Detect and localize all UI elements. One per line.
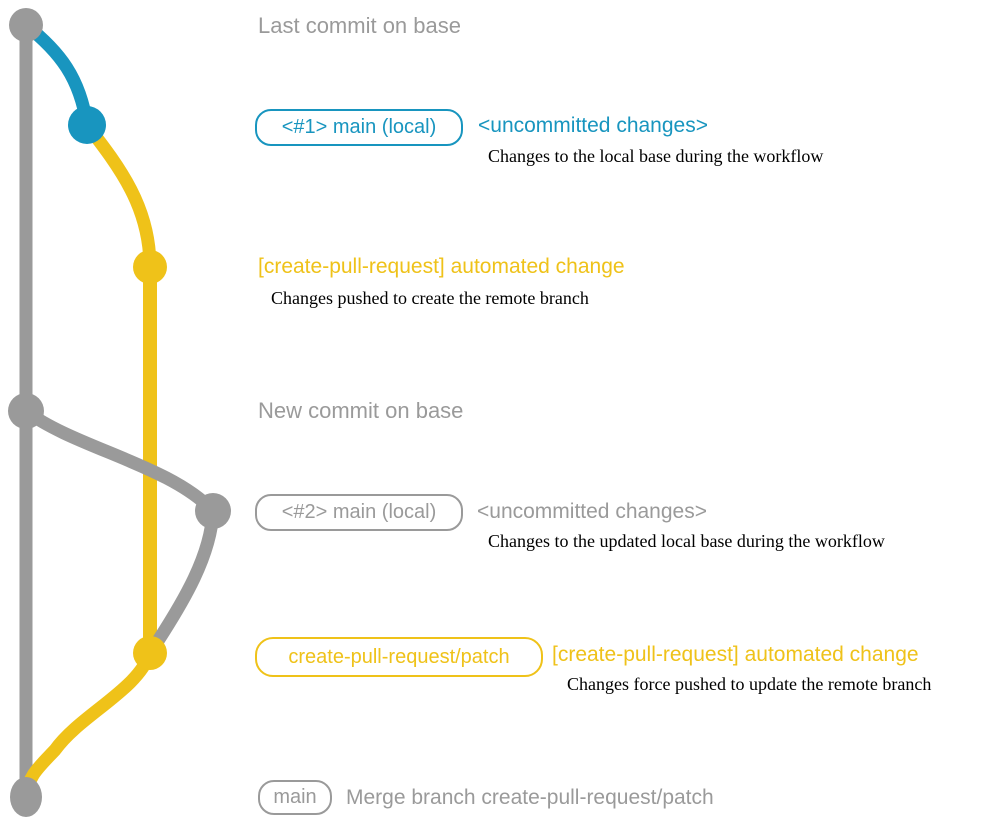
branch-chip-main-local-1-label: <#1> main (local) [281,116,437,138]
branch-chip-main: main [258,780,332,815]
commit-title-uncommitted-1: <uncommitted changes> [478,114,708,137]
branch-chip-main-label: main [273,786,317,808]
label-new-commit-on-base: New commit on base [258,398,464,423]
commit-title-merge: Merge branch create-pull-request/patch [346,786,714,809]
commit-note-uncommitted-1: Changes to the local base during the wor… [488,146,824,166]
branch-chip-main-local-2: <#2> main (local) [255,494,463,531]
commit-title-automated-change-1: [create-pull-request] automated change [258,255,625,278]
commit-title-automated-change-2: [create-pull-request] automated change [552,643,919,666]
commit-dot-main-local-1 [68,106,106,144]
commit-note-automated-change-2: Changes force pushed to update the remot… [567,674,932,694]
commit-note-automated-change-1: Changes pushed to create the remote bran… [271,288,589,308]
branch-chip-main-local-1: <#1> main (local) [255,109,463,146]
commit-dot-last-base [9,8,43,42]
commit-note-uncommitted-2: Changes to the updated local base during… [488,531,885,551]
branch-chip-create-pull-request-patch: create-pull-request/patch [255,637,543,677]
commit-dot-automated-change-1 [133,250,167,284]
pr-branch-merge-line [19,646,157,804]
commit-dot-merge [10,777,42,817]
branch-chip-create-pull-request-patch-label: create-pull-request/patch [288,645,510,668]
pr-branch-start-line [80,118,157,274]
commit-dot-new-base [8,393,44,429]
commit-dot-main-local-2 [195,493,231,529]
label-last-commit-on-base: Last commit on base [258,13,461,38]
branch-chip-main-local-2-label: <#2> main (local) [281,501,437,523]
commit-dot-automated-change-2 [133,636,167,670]
rebased-local-branch-line [19,404,220,657]
commit-title-uncommitted-2: <uncommitted changes> [477,500,707,523]
